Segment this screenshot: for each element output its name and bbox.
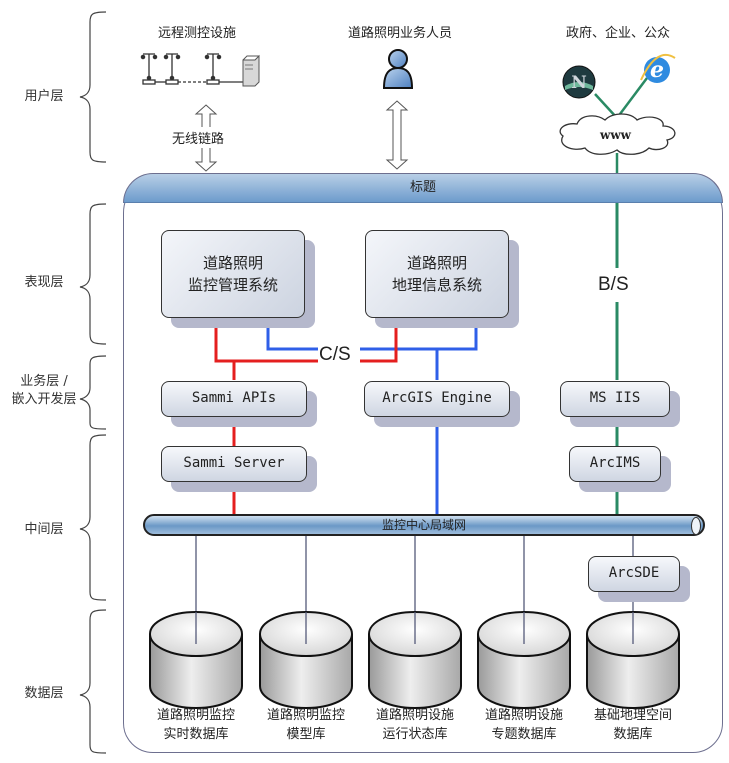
server-icon xyxy=(242,54,260,87)
database-cylinder xyxy=(368,611,462,709)
layer-label-data: 数据层 xyxy=(24,686,64,701)
database-label-line2: 专题数据库 xyxy=(491,727,557,742)
netscape-icon: N xyxy=(562,65,596,99)
bracket-user-layer xyxy=(79,11,107,163)
cs-label: C/S xyxy=(318,344,352,365)
www-label: www xyxy=(600,128,631,142)
database-label-line2: 数据库 xyxy=(613,727,653,742)
remote-facility-label: 远程测控设施 xyxy=(158,26,237,41)
www-cloud-icon xyxy=(559,113,676,155)
arcgis-engine-box[interactable]: ArcGIS Engine xyxy=(364,381,510,417)
system-2-line2: 地理信息系统 xyxy=(391,276,482,294)
layer-label-user: 用户层 xyxy=(24,89,64,104)
database-label: 基础地理空间数据库 xyxy=(578,706,688,744)
wireless-link-label: 无线链路 xyxy=(172,127,225,148)
arcims-box[interactable]: ArcIMS xyxy=(569,446,661,482)
business-staff-label: 道路照明业务人员 xyxy=(348,26,453,41)
bracket-business-layer xyxy=(79,355,107,430)
system-1-line1: 道路照明 xyxy=(202,254,263,272)
lamp-post-icon xyxy=(204,53,222,81)
database-cylinder xyxy=(477,611,571,709)
database-label-line1: 道路照明监控 xyxy=(156,708,235,723)
bs-label: B/S xyxy=(598,274,629,296)
database-label: 道路照明监控模型库 xyxy=(251,706,361,744)
geographic-information-system[interactable]: 道路照明地理信息系统 xyxy=(365,230,509,318)
arcsde-box[interactable]: ArcSDE xyxy=(588,556,680,592)
database-label: 道路照明设施运行状态库 xyxy=(360,706,470,744)
monitoring-management-system[interactable]: 道路照明监控管理系统 xyxy=(161,230,305,318)
svg-text:e: e xyxy=(650,57,664,83)
bracket-data-layer xyxy=(79,609,107,754)
database-label-line2: 模型库 xyxy=(286,727,326,742)
database-label-line1: 道路照明设施 xyxy=(375,708,454,723)
web-access-graphic: N e xyxy=(559,53,676,175)
bracket-presentation-layer xyxy=(79,203,107,345)
database-label-line2: 运行状态库 xyxy=(382,727,448,742)
bracket-middle-layer xyxy=(79,434,107,601)
sammi-server-box[interactable]: Sammi Server xyxy=(161,446,307,482)
layer-label-business: 业务层 / 嵌入开发层 xyxy=(11,374,77,407)
layer-label-middle: 中间层 xyxy=(24,522,64,537)
lan-label: 监控中心局域网 xyxy=(381,518,466,532)
database-cylinder xyxy=(259,611,353,709)
database-label-line1: 基础地理空间 xyxy=(593,708,672,723)
database-label-line1: 道路照明设施 xyxy=(484,708,563,723)
svg-text:N: N xyxy=(571,73,587,93)
system-2-line1: 道路照明 xyxy=(406,254,467,272)
system-1-line2: 监控管理系统 xyxy=(187,276,278,294)
database-label-line1: 道路照明监控 xyxy=(266,708,345,723)
remote-terminals-icon xyxy=(140,53,260,87)
frame-title-bar: 标题 xyxy=(123,173,723,203)
database-cylinder xyxy=(149,611,243,709)
layer-brackets xyxy=(79,11,107,754)
staff-double-arrow-icon xyxy=(385,100,409,170)
database-label-line2: 实时数据库 xyxy=(163,727,229,742)
database-label: 道路照明设施专题数据库 xyxy=(469,706,579,744)
sammi-apis-box[interactable]: Sammi APIs xyxy=(161,381,307,417)
lamp-post-icon xyxy=(140,53,158,81)
public-users-label: 政府、企业、公众 xyxy=(566,26,671,41)
layer-label-presentation: 表现层 xyxy=(24,275,64,290)
lan-bus-end-cap xyxy=(691,517,701,535)
user-person-icon xyxy=(382,49,414,89)
database-label: 道路照明监控实时数据库 xyxy=(141,706,251,744)
cs-gis-line xyxy=(266,318,478,516)
ms-iis-box[interactable]: MS IIS xyxy=(560,381,670,417)
cs-monitor-line xyxy=(214,318,398,516)
database-cylinder xyxy=(586,611,680,709)
internet-explorer-icon: e xyxy=(640,53,676,83)
lan-bus: 监控中心局域网 xyxy=(143,514,705,536)
